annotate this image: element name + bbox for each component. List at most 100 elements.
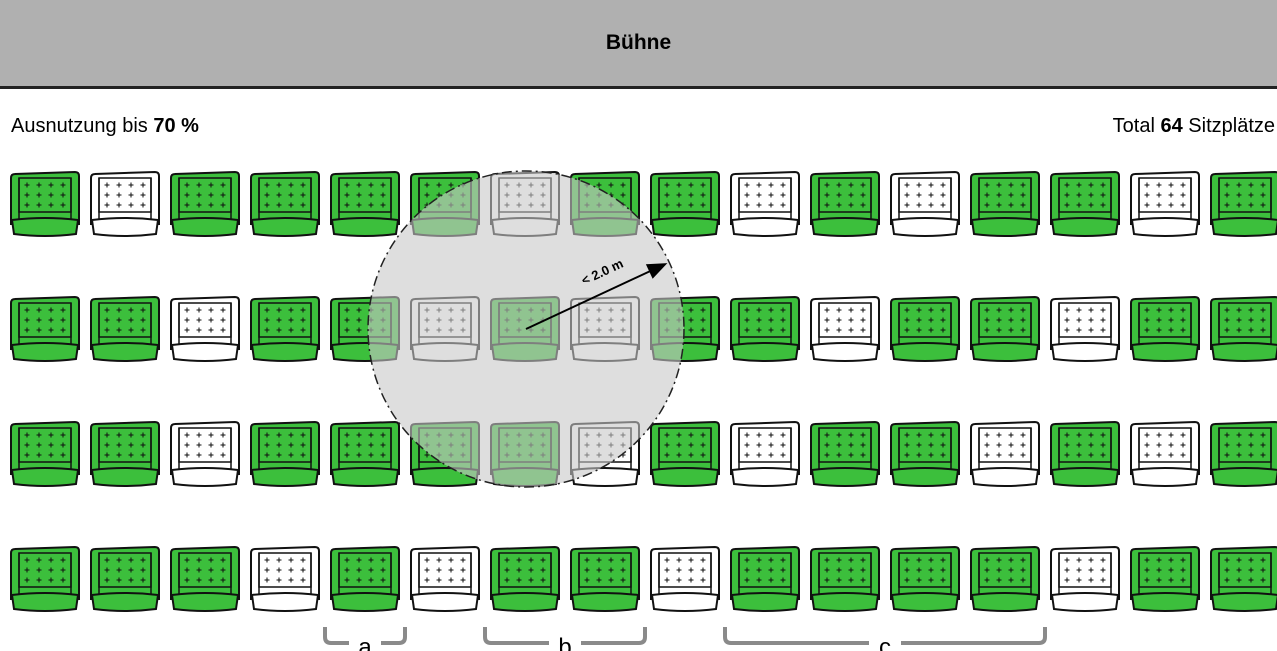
seat-pattern-mark xyxy=(620,567,626,573)
seat-pattern-mark xyxy=(940,567,946,573)
seat-pattern-mark xyxy=(24,192,30,198)
seat-pattern-mark xyxy=(184,202,190,208)
seat-pattern-mark xyxy=(824,567,830,573)
seat-pattern-mark xyxy=(744,202,750,208)
seat-cushion xyxy=(810,592,880,612)
seat-pattern-mark xyxy=(380,202,386,208)
seat-pattern-mark xyxy=(104,192,110,198)
seat-pattern-mark xyxy=(1248,192,1254,198)
seat-pattern-mark xyxy=(1100,192,1106,198)
seat-pattern-mark xyxy=(984,432,990,438)
seat-occupied xyxy=(970,170,1040,237)
seat-cushion xyxy=(730,217,800,237)
seat-pattern-mark xyxy=(196,557,202,563)
seat-pattern-mark xyxy=(196,442,202,448)
seat-pattern-mark xyxy=(48,182,54,188)
seat-pattern-mark xyxy=(676,442,682,448)
seat-pattern-mark xyxy=(436,182,442,188)
seat-pattern-mark xyxy=(1156,327,1162,333)
seat-pattern-mark xyxy=(1064,307,1070,313)
seat-pattern-mark xyxy=(984,577,990,583)
seat-pattern-mark xyxy=(984,327,990,333)
seat-pattern-mark xyxy=(380,192,386,198)
seat-pattern-mark xyxy=(140,317,146,323)
seat-pattern-mark xyxy=(700,557,706,563)
seat-pattern-mark xyxy=(1100,182,1106,188)
total-suffix: Sitzplätze xyxy=(1182,115,1275,137)
seat-cushion xyxy=(330,467,400,487)
seat-pattern-mark xyxy=(1020,577,1026,583)
seat-pattern-mark xyxy=(264,192,270,198)
seat-occupied xyxy=(250,170,320,237)
seat-pattern-mark xyxy=(848,327,854,333)
seat-pattern-mark xyxy=(196,317,202,323)
seat-pattern-mark xyxy=(780,452,786,458)
seat-pattern-mark xyxy=(940,557,946,563)
seat-pattern-mark xyxy=(448,567,454,573)
seat-occupied xyxy=(890,420,960,487)
seat-pattern-mark xyxy=(824,327,830,333)
seat-pattern-mark xyxy=(1088,452,1094,458)
seat-pattern-mark xyxy=(356,182,362,188)
seat-pattern-mark xyxy=(1076,202,1082,208)
seat-pattern-mark xyxy=(1088,202,1094,208)
seat-pattern-mark xyxy=(984,317,990,323)
seat-pattern-mark xyxy=(940,577,946,583)
seat-pattern-mark xyxy=(1248,202,1254,208)
seat-pattern-mark xyxy=(1260,307,1266,313)
seat-pattern-mark xyxy=(1076,317,1082,323)
seat-pattern-mark xyxy=(1224,557,1230,563)
seat-pattern-mark xyxy=(1076,307,1082,313)
seat-pattern-mark xyxy=(940,432,946,438)
seat-pattern-mark xyxy=(1260,182,1266,188)
seat-pattern-mark xyxy=(848,307,854,313)
seat-pattern-mark xyxy=(1260,567,1266,573)
seat-pattern-mark xyxy=(36,577,42,583)
seat-pattern-mark xyxy=(184,567,190,573)
seat-pattern-mark xyxy=(904,452,910,458)
seat-pattern-mark xyxy=(104,327,110,333)
seat-pattern-mark xyxy=(1180,432,1186,438)
seat-pattern-mark xyxy=(1156,452,1162,458)
seat-pattern-mark xyxy=(1236,327,1242,333)
seat-pattern-mark xyxy=(940,307,946,313)
seat-pattern-mark xyxy=(208,577,214,583)
seat-pattern-mark xyxy=(940,202,946,208)
seat-pattern-mark xyxy=(196,327,202,333)
seat-pattern-mark xyxy=(60,577,66,583)
seat-pattern-mark xyxy=(756,567,762,573)
seat-pattern-mark xyxy=(860,557,866,563)
seat-occupied xyxy=(250,295,320,362)
seat-pattern-mark xyxy=(288,577,294,583)
seat-pattern-mark xyxy=(848,452,854,458)
seat-pattern-mark xyxy=(116,307,122,313)
seat-pattern-mark xyxy=(356,442,362,448)
seat-pattern-mark xyxy=(904,202,910,208)
seat-pattern-mark xyxy=(1020,307,1026,313)
seat-cushion xyxy=(90,467,160,487)
seat-pattern-mark xyxy=(1144,327,1150,333)
seat-free xyxy=(650,545,720,612)
seat-pattern-mark xyxy=(1008,317,1014,323)
seat-pattern-mark xyxy=(1064,202,1070,208)
seat-pattern-mark xyxy=(1008,442,1014,448)
seat-cushion xyxy=(650,592,720,612)
seat-pattern-mark xyxy=(264,577,270,583)
seat-pattern-mark xyxy=(424,182,430,188)
seat-pattern-mark xyxy=(1144,567,1150,573)
seat-pattern-mark xyxy=(196,432,202,438)
seat-pattern-mark xyxy=(620,557,626,563)
seat-pattern-mark xyxy=(824,182,830,188)
seat-pattern-mark xyxy=(128,202,134,208)
seat-pattern-mark xyxy=(264,327,270,333)
seat-pattern-mark xyxy=(1156,567,1162,573)
seat-pattern-mark xyxy=(356,567,362,573)
seat-pattern-mark xyxy=(540,567,546,573)
seat-cushion xyxy=(1210,592,1277,612)
seat-pattern-mark xyxy=(196,182,202,188)
seat-pattern-mark xyxy=(1168,557,1174,563)
seat-pattern-mark xyxy=(116,327,122,333)
seat-pattern-mark xyxy=(1168,577,1174,583)
